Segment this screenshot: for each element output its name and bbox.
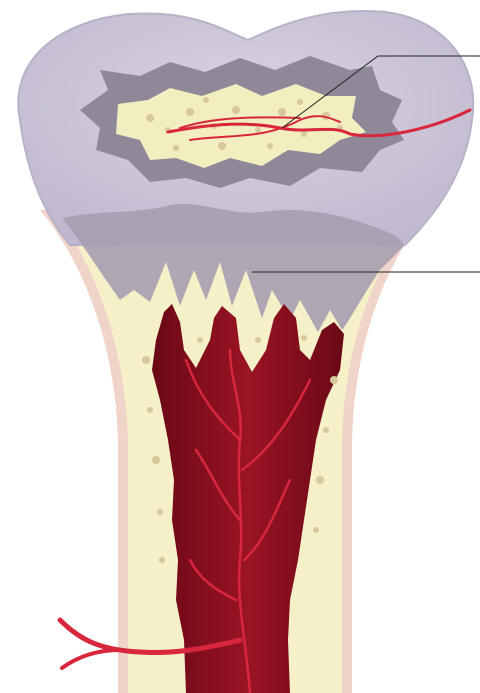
nutrient-artery-branch xyxy=(62,650,120,668)
